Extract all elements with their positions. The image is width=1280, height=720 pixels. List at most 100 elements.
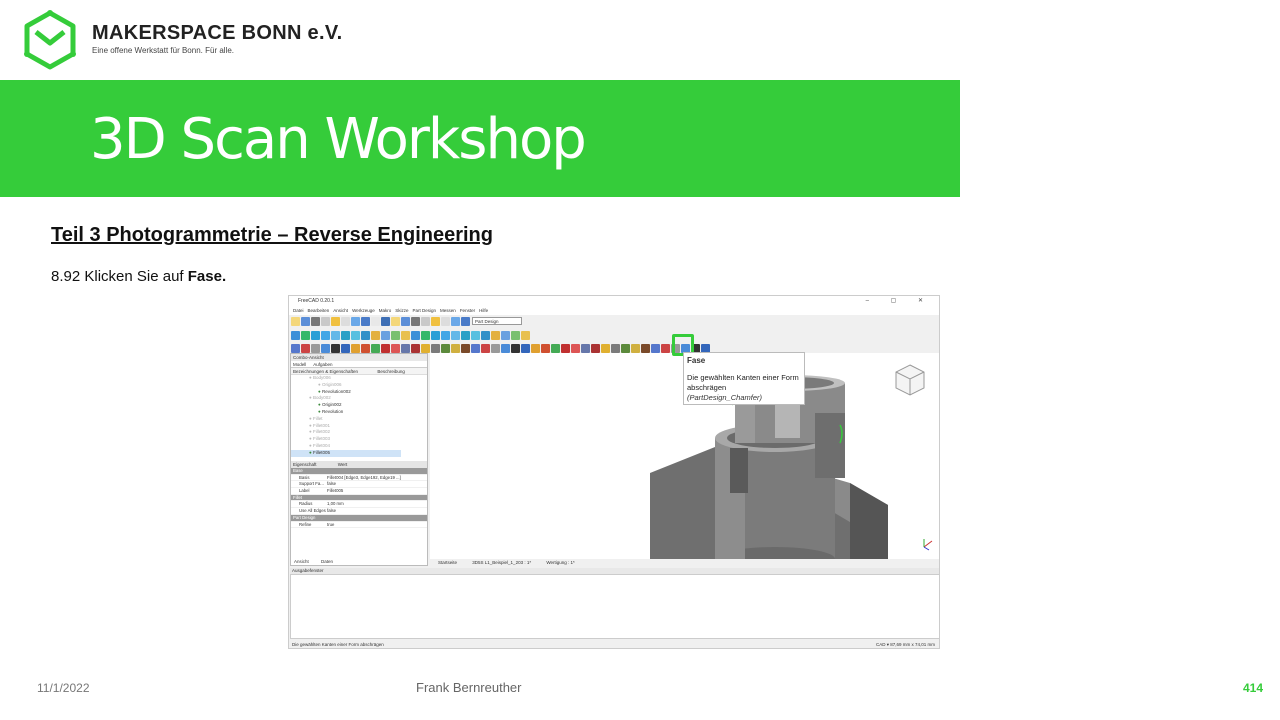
tree-item[interactable]: ● Fillet	[291, 416, 427, 423]
toolbar-tool-icon[interactable]	[461, 316, 470, 326]
tree-item[interactable]: ● Fillet004	[291, 443, 427, 450]
toolbar-tool-icon[interactable]	[421, 330, 430, 340]
toolbar-tool-icon[interactable]	[291, 343, 300, 353]
toolbar-tool-icon[interactable]	[391, 343, 400, 353]
property-group[interactable]: Part Design	[291, 514, 427, 522]
toolbar-tool-icon[interactable]	[371, 330, 380, 340]
toolbar-tool-icon[interactable]	[601, 343, 610, 353]
toolbar-tool-icon[interactable]	[441, 330, 450, 340]
tree-item[interactable]: ● Body006	[291, 375, 427, 382]
toolbar-tool-icon[interactable]	[371, 343, 380, 353]
property-value[interactable]: Fillet004 [Edge3, Edge192, Edge19 ...]	[327, 474, 401, 480]
toolbar-tool-icon[interactable]	[541, 343, 550, 353]
toolbar-tool-icon[interactable]	[451, 316, 460, 326]
toolbar-tool-icon[interactable]	[481, 330, 490, 340]
toolbar-tool-icon[interactable]	[511, 343, 520, 353]
toolbar-tool-icon[interactable]	[551, 343, 560, 353]
menu-item[interactable]: Fenster	[459, 308, 476, 313]
doc-tab-wertigung[interactable]: Wertigung : 1*	[546, 560, 575, 565]
toolbar-tool-icon[interactable]	[431, 330, 440, 340]
tree-item[interactable]: ● Origin006	[291, 382, 427, 389]
toolbar-tool-icon[interactable]	[691, 343, 700, 353]
toolbar-tool-icon[interactable]	[471, 343, 480, 353]
property-group[interactable]: Fillet	[291, 494, 427, 502]
toolbar-tool-icon[interactable]	[501, 343, 510, 353]
toolbar-tool-icon[interactable]	[481, 343, 490, 353]
toolbar-tool-icon[interactable]	[431, 316, 440, 326]
toolbar-tool-icon[interactable]	[681, 343, 690, 353]
toolbar-tool-icon[interactable]	[301, 343, 310, 353]
toolbar-tool-icon[interactable]	[391, 330, 400, 340]
toolbar-tool-icon[interactable]	[391, 316, 400, 326]
menu-item[interactable]: Ansicht	[333, 308, 349, 313]
toolbar-tool-icon[interactable]	[331, 343, 340, 353]
tab-view[interactable]: Ansicht	[294, 559, 309, 564]
workbench-selector[interactable]: Part Design	[472, 317, 522, 325]
toolbar-tool-icon[interactable]	[381, 330, 390, 340]
toolbar-tool-icon[interactable]	[331, 316, 340, 326]
toolbar-tool-icon[interactable]	[501, 330, 510, 340]
toolbar-tool-icon[interactable]	[351, 330, 360, 340]
toolbar-tool-icon[interactable]	[531, 343, 540, 353]
toolbar-tool-icon[interactable]	[301, 316, 310, 326]
toolbar-tool-icon[interactable]	[611, 343, 620, 353]
tree-item[interactable]: ● Revolution	[291, 409, 427, 416]
tab-model[interactable]: Modell	[293, 362, 307, 367]
toolbar-tool-icon[interactable]	[411, 316, 420, 326]
menu-item[interactable]: Bearbeiten	[307, 308, 330, 313]
tree-item[interactable]: ● Body002	[291, 395, 427, 402]
toolbar-tool-icon[interactable]	[381, 316, 390, 326]
toolbar-tool-icon[interactable]	[301, 330, 310, 340]
toolbar-tool-icon[interactable]	[421, 316, 430, 326]
toolbar-tool-icon[interactable]	[581, 343, 590, 353]
toolbar-tool-icon[interactable]	[661, 343, 670, 353]
toolbar-tool-icon[interactable]	[651, 343, 660, 353]
toolbar-tool-icon[interactable]	[401, 316, 410, 326]
menu-item[interactable]: Skizze	[395, 308, 409, 313]
menu-item[interactable]: Datei	[293, 308, 304, 313]
property-value[interactable]: 1,00 mm	[327, 501, 344, 507]
toolbar-tool-icon[interactable]	[451, 343, 460, 353]
property-value[interactable]: false	[327, 481, 337, 487]
toolbar-tool-icon[interactable]	[511, 330, 520, 340]
property-group[interactable]: Base	[291, 468, 427, 475]
toolbar-tool-icon[interactable]	[621, 343, 630, 353]
toolbar-tool-icon[interactable]	[411, 330, 420, 340]
toolbar-tool-icon[interactable]	[361, 343, 370, 353]
toolbar-tool-icon[interactable]	[341, 343, 350, 353]
window-controls[interactable]: – ▢ ✕	[865, 298, 933, 304]
toolbar-tool-icon[interactable]	[321, 330, 330, 340]
toolbar-tool-icon[interactable]	[561, 343, 570, 353]
toolbar-tool-icon[interactable]	[401, 343, 410, 353]
menu-item[interactable]: Messen	[440, 308, 456, 313]
toolbar-tool-icon[interactable]	[341, 330, 350, 340]
toolbar-tool-icon[interactable]	[431, 343, 440, 353]
toolbar-tool-icon[interactable]	[361, 316, 370, 326]
menu-item[interactable]: Part Design	[412, 308, 437, 313]
toolbar-tool-icon[interactable]	[351, 343, 360, 353]
tree-item[interactable]: ● Fillet003	[291, 436, 427, 443]
toolbar-tool-icon[interactable]	[521, 343, 530, 353]
toolbar-tool-icon[interactable]	[311, 330, 320, 340]
tree-item[interactable]: ● Fillet002	[291, 429, 427, 436]
toolbar-tool-icon[interactable]	[571, 343, 580, 353]
toolbar-tool-icon[interactable]	[701, 343, 710, 353]
toolbar-tool-icon[interactable]	[331, 330, 340, 340]
toolbar-tool-icon[interactable]	[631, 343, 640, 353]
menu-item[interactable]: Werkzeuge	[352, 308, 375, 313]
toolbar-tool-icon[interactable]	[521, 330, 530, 340]
toolbar-tool-icon[interactable]	[291, 330, 300, 340]
property-value[interactable]: false	[327, 508, 337, 514]
toolbar-tool-icon[interactable]	[461, 343, 470, 353]
toolbar-tool-icon[interactable]	[351, 316, 360, 326]
toolbar-tool-icon[interactable]	[341, 316, 350, 326]
toolbar-tool-icon[interactable]	[491, 330, 500, 340]
toolbar-tool-icon[interactable]	[291, 316, 300, 326]
toolbar-tool-icon[interactable]	[321, 343, 330, 353]
navigation-cube-icon[interactable]	[890, 361, 930, 401]
tree-item[interactable]: ● Fillet001	[291, 423, 427, 430]
